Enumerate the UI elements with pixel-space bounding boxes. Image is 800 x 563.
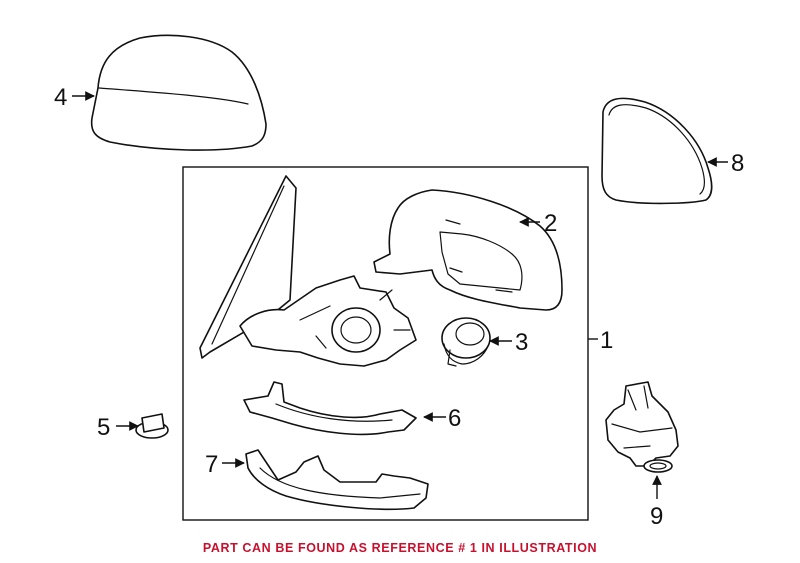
mirror-base-assembly [199, 175, 417, 367]
mirror-glass-part-8 [601, 97, 713, 205]
callout-2: 2 [544, 210, 557, 237]
clip-part-5 [135, 413, 169, 439]
assembly-box [182, 166, 589, 521]
callout-8: 8 [731, 150, 744, 177]
mirror-motor-part-3 [441, 317, 491, 367]
lower-trim-part-7 [245, 449, 429, 511]
callout-6: 6 [448, 405, 461, 432]
callout-5: 5 [97, 414, 110, 441]
mirror-cover-part-4 [90, 34, 267, 151]
callout-9: 9 [650, 503, 663, 530]
turn-signal-part-6 [243, 381, 417, 436]
reference-note: PART CAN BE FOUND AS REFERENCE # 1 IN IL… [202, 541, 598, 555]
callout-7: 7 [205, 451, 218, 478]
mirror-housing-part-2 [373, 189, 563, 311]
callout-4: 4 [54, 84, 67, 111]
callout-3: 3 [515, 329, 528, 356]
camera-module-part-9 [605, 381, 679, 473]
callout-1: 1 [600, 327, 613, 354]
